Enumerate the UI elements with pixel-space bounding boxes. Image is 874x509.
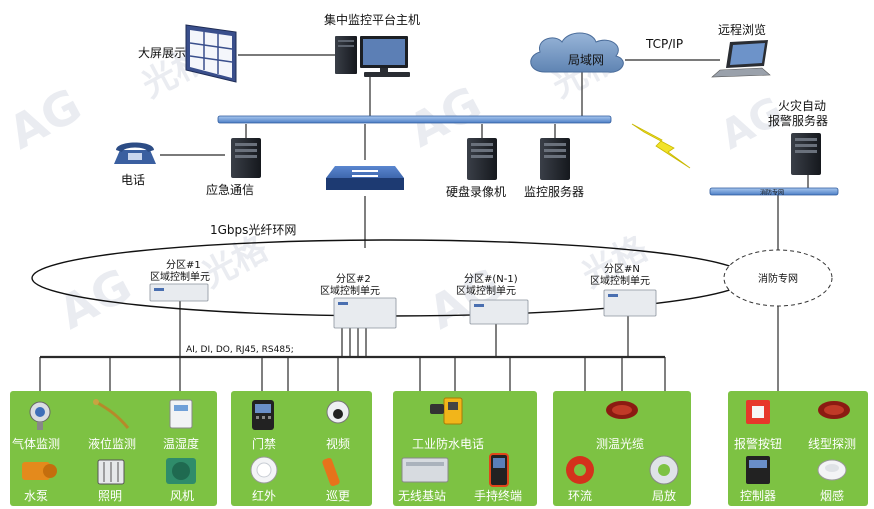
- fire-network-bus: 消防专网: [709, 187, 839, 197]
- device-label: 环流: [568, 489, 592, 503]
- level-sensor-icon: [93, 399, 130, 429]
- lan-cloud-icon: 局域网: [530, 32, 624, 73]
- humidity-sensor-icon: [169, 399, 193, 429]
- ring-label: 1Gbps光纤环网: [210, 223, 296, 237]
- device-label: 线型探测: [808, 437, 856, 451]
- fire-network-cloud: [723, 249, 833, 307]
- monitor-server-label: 监控服务器: [524, 184, 584, 199]
- fire-server-label-1: 火灾自动: [778, 98, 826, 113]
- watermark-logo: AG: [50, 258, 140, 340]
- gas-sensor-icon: [29, 401, 51, 430]
- fire-cloud-label: 消防专网: [758, 272, 798, 285]
- device-label: 控制器: [740, 489, 776, 503]
- device-label: 手持终端: [474, 488, 522, 503]
- monitor-server-icon: [540, 138, 570, 180]
- device-label: 工业防水电话: [412, 436, 484, 451]
- device-group-4: 测温光缆 环流 局放: [553, 391, 691, 506]
- connection-lines: [39, 54, 809, 395]
- partial-discharge-icon: [649, 455, 679, 485]
- device-label: 巡更: [326, 489, 350, 503]
- zone-unit: 分区#(N-1) 区域控制单元: [456, 273, 529, 325]
- laptop-icon: [711, 40, 771, 78]
- device-label: 局放: [652, 488, 676, 503]
- wireless-base-icon: [401, 457, 449, 483]
- zone-subtitle: 区域控制单元: [150, 270, 210, 283]
- device-group-3: 工业防水电话 无线基站 手持终端: [393, 391, 537, 506]
- handheld-terminal-icon: [489, 453, 509, 487]
- device-label: 红外: [252, 488, 276, 503]
- device-label: 烟感: [820, 488, 844, 503]
- fire-server-label-2: 报警服务器: [768, 113, 828, 128]
- emergency-label: 应急通信: [206, 182, 254, 197]
- circulating-current-icon: [566, 456, 594, 484]
- fire-server-icon: [791, 133, 821, 175]
- phone-label: 电话: [121, 173, 145, 187]
- emergency-server-icon: [231, 138, 261, 178]
- linear-detector-icon: [818, 401, 850, 419]
- pump-icon: [22, 462, 57, 480]
- controller-icon: [746, 456, 770, 484]
- device-label: 门禁: [252, 436, 276, 451]
- device-label: 报警按钮: [734, 436, 782, 451]
- device-label: 水泵: [24, 489, 48, 503]
- device-label: 液位监测: [88, 436, 136, 451]
- remote-label: 远程浏览: [718, 22, 766, 37]
- device-label: 温湿度: [163, 436, 199, 451]
- zone-title: 分区#N: [604, 263, 640, 275]
- device-label: 风机: [170, 489, 194, 503]
- zone-unit: 分区#N 区域控制单元: [590, 263, 657, 317]
- tcp-ip-label: TCP/IP: [645, 37, 683, 51]
- wireless-link-icon: [631, 123, 691, 169]
- zone-title: 分区#2: [336, 273, 371, 285]
- device-group-5: 报警按钮 线型探测 控制器 烟感: [728, 391, 868, 506]
- big-screen-label: 大屏展示: [138, 46, 186, 60]
- device-label: 气体监测: [12, 436, 60, 451]
- fan-icon: [166, 458, 196, 484]
- device-label: 照明: [98, 489, 122, 503]
- fiber-cable-icon: [606, 401, 638, 419]
- infrared-icon: [250, 456, 278, 484]
- zone-subtitle: 区域控制单元: [590, 274, 650, 287]
- zone-subtitle: 区域控制单元: [320, 284, 380, 297]
- host-computer-icon: [335, 36, 410, 77]
- big-screen-icon: [185, 24, 237, 83]
- host-label: 集中监控平台主机: [324, 12, 420, 27]
- zone-subtitle: 区域控制单元: [456, 284, 516, 297]
- device-group-1: 气体监测 液位监测 温湿度 水泵 照明 风机: [10, 391, 217, 506]
- alarm-button-icon: [746, 400, 770, 424]
- device-label: 测温光缆: [596, 437, 644, 451]
- patrol-icon: [322, 457, 340, 487]
- light-icon: [97, 459, 125, 485]
- zone-title: 分区#(N-1): [464, 273, 518, 285]
- smoke-detector-icon: [817, 459, 847, 481]
- io-label: AI, DI, DO, RJ45, RS485;: [186, 345, 294, 355]
- device-group-2: 门禁 视频 红外 巡更: [231, 391, 372, 506]
- dvr-server-icon: [467, 138, 497, 180]
- waterproof-phone-icon: [430, 397, 463, 425]
- device-label: 视频: [326, 436, 350, 451]
- core-switch-icon: [326, 166, 404, 190]
- device-label: 无线基站: [398, 489, 446, 503]
- camera-icon: [326, 400, 350, 424]
- zone-unit: 分区#2 区域控制单元: [320, 273, 397, 329]
- watermark-logo: AG: [0, 78, 90, 160]
- phone-icon: [114, 142, 156, 164]
- zone-unit: 分区#1 区域控制单元: [149, 259, 210, 302]
- lan-label: 局域网: [568, 53, 604, 67]
- dvr-label: 硬盘录像机: [446, 184, 506, 199]
- zone-title: 分区#1: [166, 259, 201, 271]
- access-control-icon: [252, 400, 274, 430]
- main-network-bus: [217, 115, 612, 124]
- fire-bus-label: 消防专网: [760, 189, 784, 197]
